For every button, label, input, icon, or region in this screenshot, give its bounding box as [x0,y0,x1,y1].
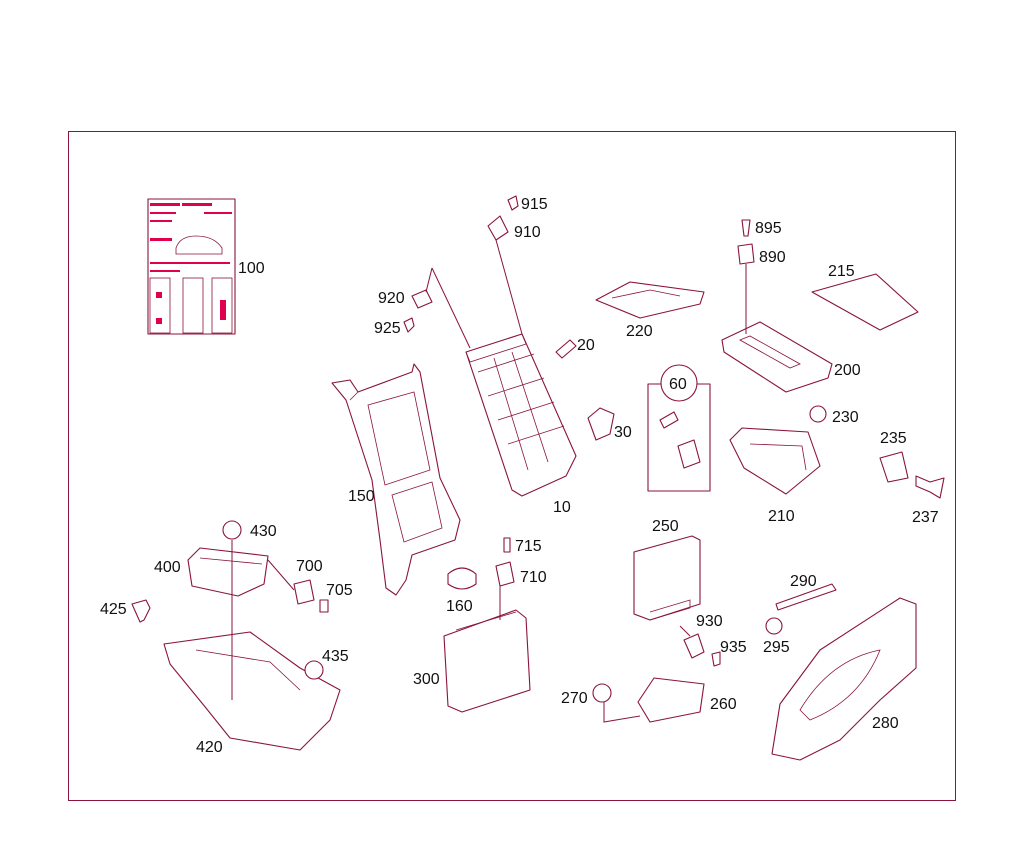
part-890-relay [737,243,755,265]
label-100: 100 [238,260,265,277]
part-895-fuse [741,219,751,237]
part-910-relay [487,215,509,241]
part-280-mounting-plate [771,597,917,761]
part-715-fuse [503,537,511,553]
part-200-control-unit [721,321,833,393]
label-425: 425 [100,601,127,618]
label-910: 910 [514,224,541,241]
part-400-control-unit [187,547,269,597]
label-280: 280 [872,715,899,732]
label-215: 215 [828,263,855,280]
label-270: 270 [561,690,588,707]
part-215-cover-plate [811,273,919,331]
label-295: 295 [763,639,790,656]
part-935-fuse [711,651,721,667]
label-210: 210 [768,508,795,525]
part-915-fuse [507,195,519,211]
part-435-nut [304,660,324,680]
label-935: 935 [720,639,747,656]
label-430: 430 [250,523,277,540]
label-300: 300 [413,671,440,688]
label-290: 290 [790,573,817,590]
label-925: 925 [374,320,401,337]
label-930: 930 [696,613,723,630]
part-160-grommet [447,567,477,590]
part-220-cover [595,281,705,319]
label-230: 230 [832,409,859,426]
part-230-nut [809,405,827,423]
label-20: 20 [577,337,595,354]
label-250: 250 [652,518,679,535]
label-150: 150 [348,488,375,505]
part-210-holder [729,427,821,495]
part-710-relay [495,561,515,587]
label-10: 10 [553,499,571,516]
label-400: 400 [154,559,181,576]
part-920-relay [411,289,433,309]
part-425-bolt [131,599,151,623]
label-700: 700 [296,558,323,575]
part-930-relay [683,633,705,659]
part-237-screw [915,475,945,499]
label-237: 237 [912,509,939,526]
label-435: 435 [322,648,349,665]
label-220: 220 [626,323,653,340]
label-200: 200 [834,362,861,379]
label-915: 915 [521,196,548,213]
part-100-label-sticker [147,198,236,335]
label-890: 890 [759,249,786,266]
label-715: 715 [515,538,542,555]
part-235-clip [879,451,909,483]
label-420: 420 [196,739,223,756]
part-20-connector [555,339,577,359]
part-150-bracket [331,363,461,596]
label-235: 235 [880,430,907,447]
part-925-fuse [403,317,415,333]
part-250-control-unit [633,535,701,621]
part-260-bracket [637,677,705,723]
part-labels: 100 150 10 20 30 60 160 200 210 215 220 … [100,196,939,756]
leader-lines [231,239,747,723]
label-705: 705 [326,582,353,599]
label-710: 710 [520,569,547,586]
diagram-frame [68,131,956,801]
part-270-nut [592,683,612,703]
label-920: 920 [378,290,405,307]
part-420-bracket [163,631,341,751]
part-295-grommet [765,617,783,635]
label-260: 260 [710,696,737,713]
label-60: 60 [669,376,687,393]
part-30-relay [587,407,615,441]
label-895: 895 [755,220,782,237]
part-705-fuse [319,599,329,613]
label-160: 160 [446,598,473,615]
label-30: 30 [614,424,632,441]
part-430-nut [222,520,242,540]
part-700-relay [293,579,315,605]
part-290-bracket [775,583,837,611]
part-300-control-unit [443,609,531,713]
part-10-fuse-box [465,333,577,497]
part-60-kit-box [647,364,711,492]
